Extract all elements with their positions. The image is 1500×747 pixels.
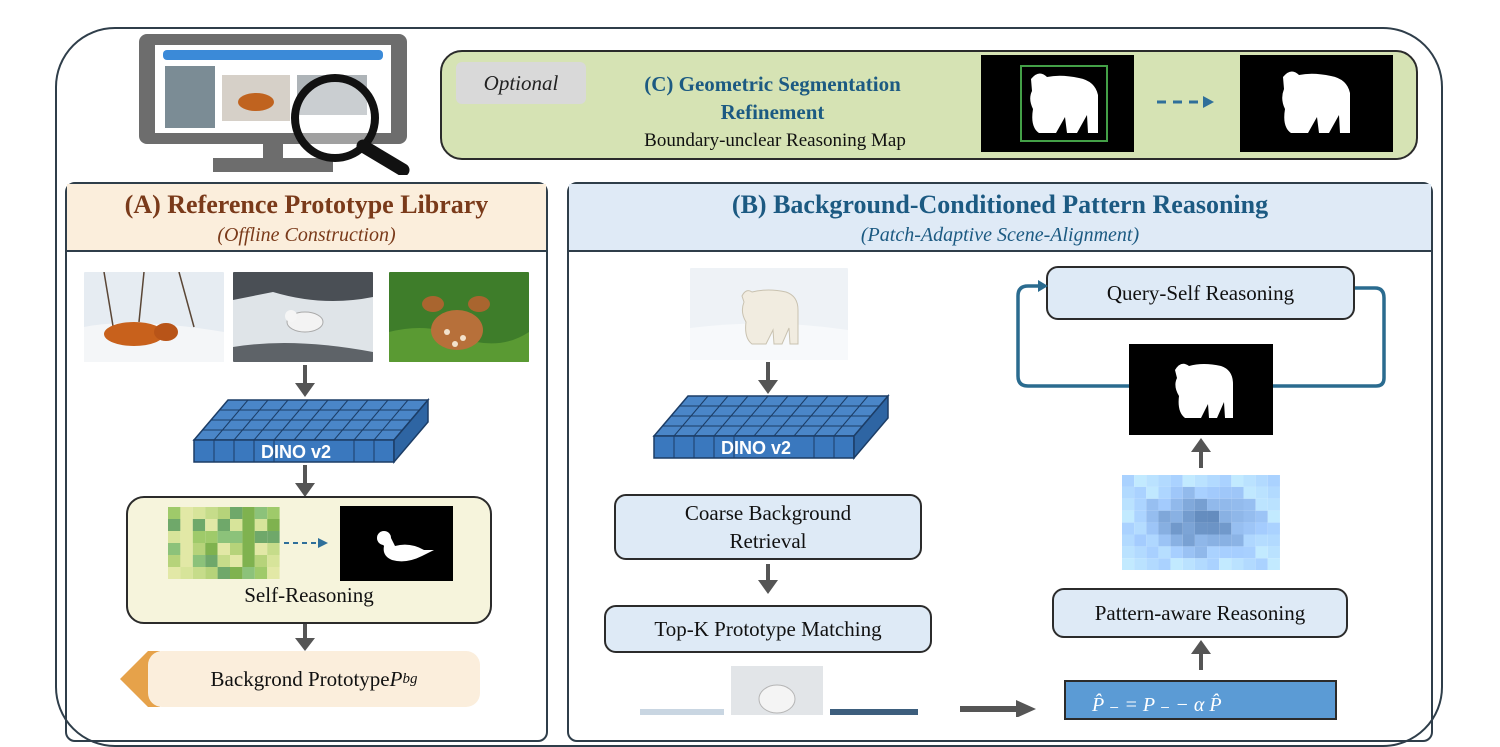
arrow-b-up3 [1191, 640, 1211, 670]
dino-feature-grid-b: DINO v2 [652, 394, 890, 461]
bg-prototype-subscript: bg [402, 670, 418, 687]
panel-a-header [67, 184, 546, 252]
magnifier-lens [291, 74, 379, 162]
bg-prototype-text: Backgrond Prototype [210, 666, 390, 691]
prototype-update-formula: P̂ ₋ = P ₋ − α P̂ [1064, 680, 1337, 720]
panel-b-title: (B) Background-Conditioned Pattern Reaso… [731, 190, 1269, 219]
refined-bear-mask [1282, 71, 1350, 133]
bounding-box [1020, 65, 1108, 142]
reference-image-deer [389, 272, 529, 362]
feedback-loop [1016, 280, 1386, 388]
arrow-b-up2 [1186, 556, 1216, 586]
dino-label-b: DINO v2 [721, 438, 791, 458]
panel-a-title: (A) Reference Prototype Library [124, 190, 489, 219]
arrow-b1 [758, 362, 778, 394]
coarse-line2: Retrieval [729, 529, 807, 553]
magnifier-handle [356, 139, 410, 175]
arrow-b-up1 [1191, 438, 1211, 468]
thumb-gull [165, 66, 215, 128]
panel-b-subtitle: (Patch-Adaptive Scene-Alignment) [860, 224, 1140, 246]
query-image-polar-bear [690, 268, 848, 360]
pattern-patch-grid [168, 507, 280, 579]
retrieved-prototypes [640, 666, 918, 715]
coarse-line1: Coarse Background [684, 501, 852, 525]
dino-label-a: DINO v2 [261, 442, 331, 462]
arrow-b2 [758, 564, 778, 594]
arrow-a1 [295, 365, 315, 397]
query-bear-mask [1129, 344, 1273, 435]
monitor-neck [263, 144, 283, 160]
dino-feature-grid-a: DINO v2 [192, 398, 430, 465]
browser-search-bar [163, 50, 383, 60]
panel-c-title: (C) Geometric Segmentation Refinement [600, 70, 945, 126]
refinement-masks [981, 55, 1393, 152]
bird-mask [340, 506, 453, 581]
refine-arrow-head [1203, 96, 1214, 108]
reference-image-fox [84, 272, 224, 362]
arrow-to-formula [960, 700, 1036, 717]
optional-badge: Optional [456, 62, 586, 104]
panel-c-title-line2: Refinement [720, 100, 825, 124]
fox-body [104, 322, 164, 346]
pattern-aware-reasoning-box: Pattern-aware Reasoning [1052, 588, 1348, 638]
dashed-arrow-self [284, 538, 328, 548]
fox-shape [238, 93, 274, 111]
pattern-heatmap [1122, 475, 1280, 570]
panel-a-subtitle: (Offline Construction) [217, 224, 396, 246]
coarse-bear-mask [1030, 73, 1098, 133]
query-self-reasoning-box: Query-Self Reasoning [1046, 266, 1355, 320]
topk-prototype-matching-box: Top-K Prototype Matching [604, 605, 932, 653]
monitor-search-illustration [139, 34, 410, 175]
monitor-base [213, 158, 333, 172]
self-reasoning-label: Self-Reasoning [244, 583, 374, 607]
coarse-background-retrieval-box: Coarse Background Retrieval [614, 494, 922, 560]
bg-prototype-symbol: P [389, 666, 403, 691]
panel-c-title-line1: (C) Geometric Segmentation [644, 72, 901, 96]
arrow-a3 [295, 624, 315, 651]
arrow-a2 [295, 465, 315, 497]
panel-b-header [569, 184, 1431, 252]
reference-image-gull [233, 272, 373, 362]
panel-c-subtitle: Boundary-unclear Reasoning Map [644, 130, 906, 151]
